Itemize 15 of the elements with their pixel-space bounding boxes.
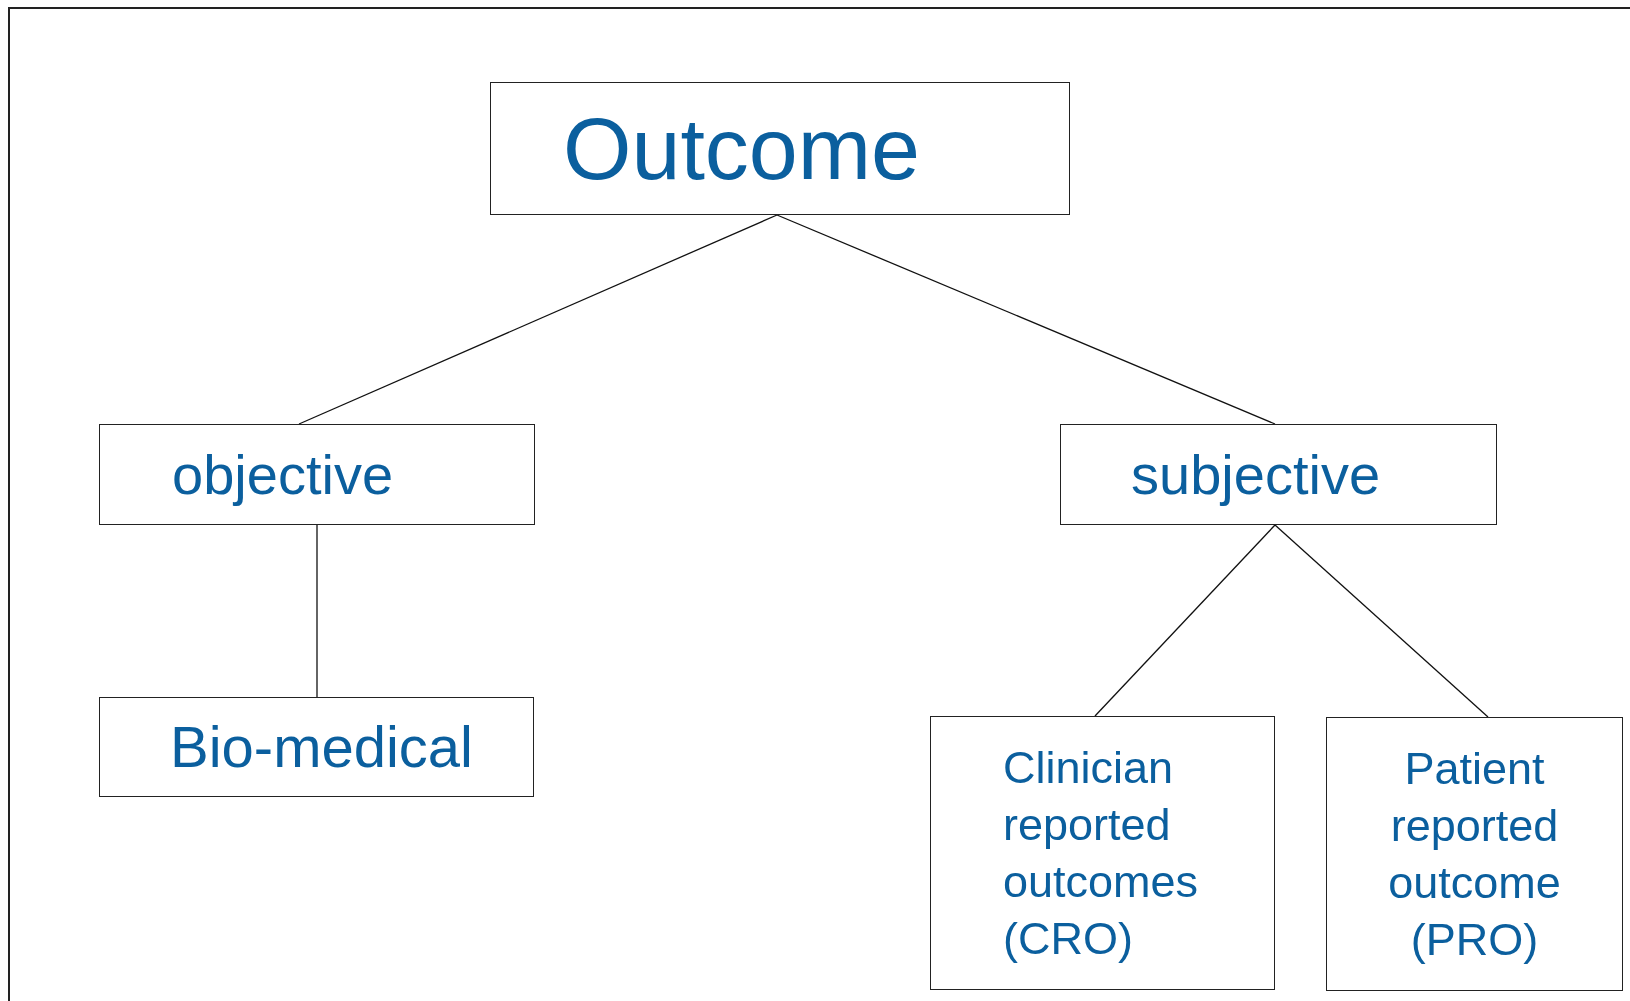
box-label: Clinician reported outcomes (CRO) (1003, 741, 1200, 966)
connector-line (298, 214, 778, 425)
connector-line (1094, 524, 1276, 717)
connector-line (1274, 524, 1489, 718)
connector-line (776, 214, 1276, 425)
connector-line (316, 524, 318, 698)
category-box (99, 697, 534, 797)
box-label: Outcome (563, 104, 921, 193)
category-box (930, 716, 1275, 990)
category-box (99, 424, 535, 525)
box-label: Patient reported outcome (PRO) (1387, 742, 1562, 967)
category-box (1326, 717, 1623, 991)
box-label: Bio-medical (170, 718, 473, 776)
category-box (1060, 424, 1497, 525)
category-box (490, 82, 1070, 215)
